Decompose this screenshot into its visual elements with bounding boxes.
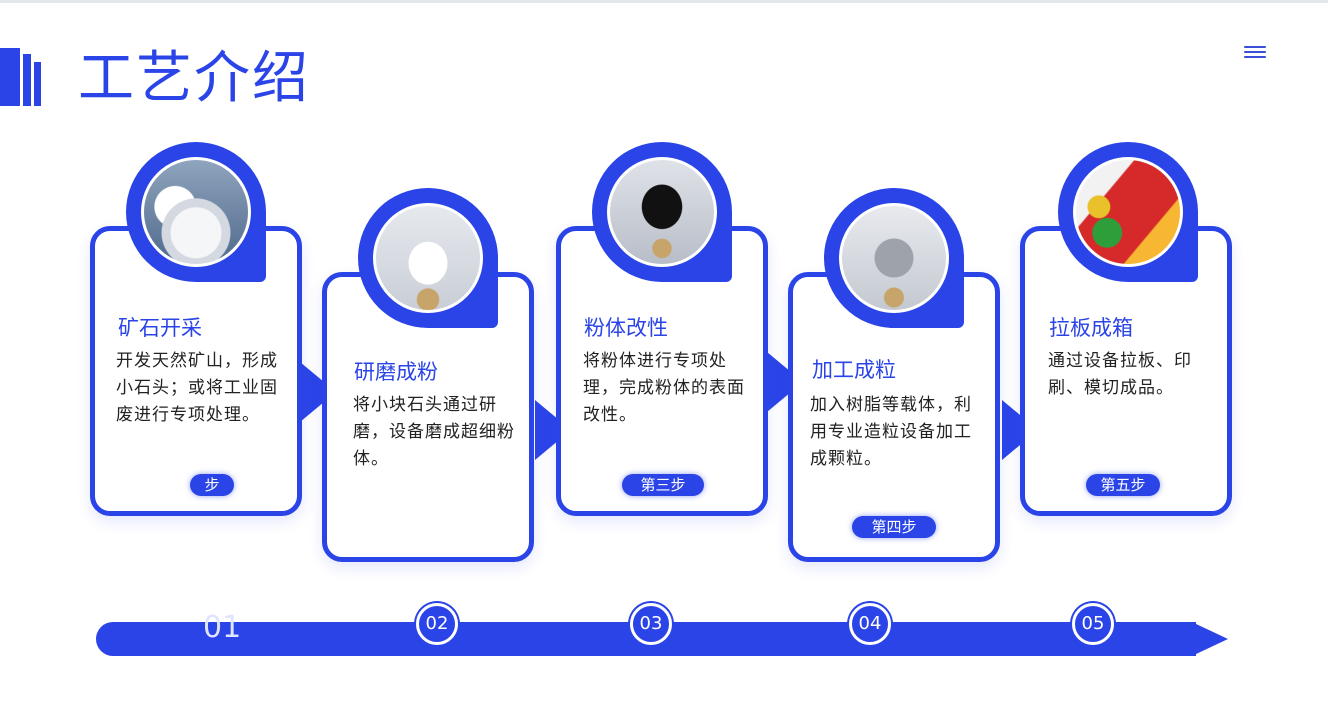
step-1-description: 开发天然矿山，形成小石头；或将工业固废进行专项处理。 xyxy=(116,351,278,425)
timeline-node-3: 03 xyxy=(630,603,672,645)
step-3-label: 第三步 xyxy=(622,474,704,496)
step-3-description: 将粉体进行专项处理，完成粉体的表面改性。 xyxy=(583,351,745,425)
step-5-label: 第五步 xyxy=(1086,474,1160,496)
step-2-image-frame xyxy=(358,188,498,328)
timeline-node-5: 05 xyxy=(1072,603,1114,645)
top-divider xyxy=(0,0,1328,3)
step-1-label: 步 xyxy=(190,474,234,496)
timeline-node-1: 01 xyxy=(203,610,242,645)
step-4-title: 加工成粒 xyxy=(812,358,896,382)
menu-icon[interactable] xyxy=(1244,46,1266,62)
title-bars-icon xyxy=(0,48,44,106)
white-powder-image xyxy=(373,203,483,313)
timeline-arrow-icon xyxy=(1194,623,1228,655)
black-powder-image xyxy=(607,157,717,267)
step-1-title: 矿石开采 xyxy=(118,316,202,340)
step-2-description: 将小块石头通过研磨，设备磨成超细粉体。 xyxy=(353,395,515,469)
timeline-node-2: 02 xyxy=(416,603,458,645)
step-5-description: 通过设备拉板、印刷、模切成品。 xyxy=(1048,351,1192,398)
timeline-node-4: 04 xyxy=(849,603,891,645)
page-title: 工艺介绍 xyxy=(78,46,310,111)
step-1-image-frame xyxy=(126,142,266,282)
step-2-title: 研磨成粉 xyxy=(354,360,438,384)
step-3-title: 粉体改性 xyxy=(584,316,668,340)
step-5-title: 拉板成箱 xyxy=(1049,316,1133,340)
ore-rocks-image xyxy=(141,157,251,267)
step-4-label: 第四步 xyxy=(852,516,936,538)
step-4-image-frame xyxy=(824,188,964,328)
grey-granules-image xyxy=(839,203,949,313)
step-3-image-frame xyxy=(592,142,732,282)
step-5-image-frame xyxy=(1058,142,1198,282)
fruit-box-image xyxy=(1073,157,1183,267)
step-4-description: 加入树脂等载体，利用专业造粒设备加工成颗粒。 xyxy=(810,395,972,469)
